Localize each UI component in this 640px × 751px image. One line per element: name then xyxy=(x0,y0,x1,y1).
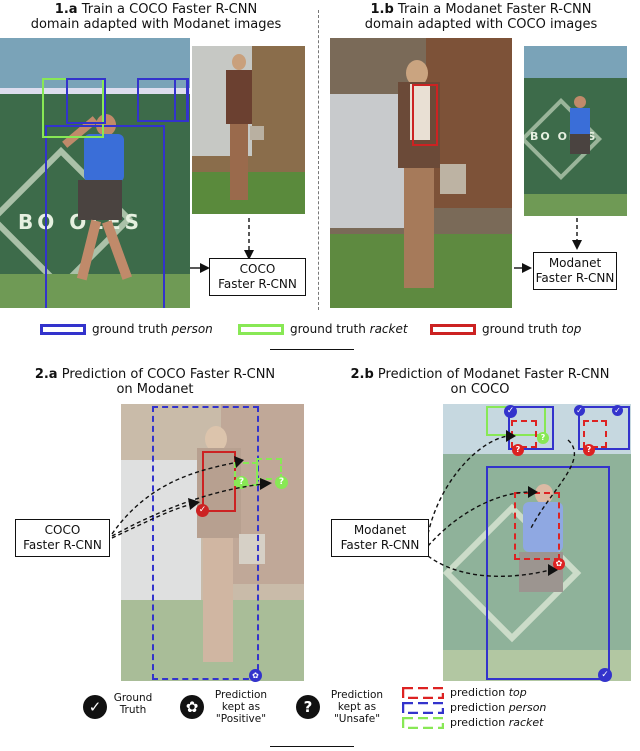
tennis-photo-2b xyxy=(443,404,631,681)
ground-truth-check-icon: ✓ xyxy=(612,405,623,416)
fashion-photo-1a xyxy=(192,46,305,214)
positive-recycle-icon: ✿ xyxy=(553,558,565,570)
ground-truth-check-icon: ✓ xyxy=(574,405,585,416)
arrow-1a xyxy=(190,218,254,273)
unsafe-question-icon: ? xyxy=(512,444,524,456)
legend-gt-top: ground truth top xyxy=(430,322,581,336)
ground-truth-check-icon: ✓ xyxy=(598,668,612,682)
pred-person-box xyxy=(152,406,259,680)
legend-gt-racket: ground truth racket xyxy=(238,322,408,336)
pred-top-box xyxy=(583,420,607,448)
legend-pred-person: prediction person xyxy=(402,701,546,714)
unsafe-question-icon: ? xyxy=(235,476,248,489)
gt-person-box xyxy=(45,125,165,308)
vertical-divider xyxy=(318,10,319,310)
unsafe-question-icon: ? xyxy=(275,476,288,489)
panel-2a-title: 2.a Prediction of COCO Faster R-CNN on M… xyxy=(34,367,276,397)
legend-gt-person: ground truth person xyxy=(40,322,213,336)
gt-person-box xyxy=(174,78,188,122)
unsafe-question-icon: ? xyxy=(583,444,595,456)
gt-person-box xyxy=(66,78,106,124)
legend-pred-top: prediction top xyxy=(402,686,527,699)
ground-truth-check-icon: ✓ xyxy=(504,405,517,418)
ground-truth-check-icon: ✓ xyxy=(196,504,209,517)
positive-recycle-icon: ✿ xyxy=(249,669,262,682)
tennis-photo-1b: BO OLES xyxy=(524,46,627,216)
arrow-1b xyxy=(514,218,582,273)
prediction-arrows-2b xyxy=(427,430,575,577)
fashion-photo-1b xyxy=(330,38,512,308)
tennis-photo-1a: BO OLES xyxy=(0,38,190,308)
legend-pred-racket: prediction racket xyxy=(402,716,543,729)
prediction-arrows-2a xyxy=(111,456,272,539)
ground-truth-check-icon: ✓ xyxy=(83,695,107,719)
pred-top-box xyxy=(514,492,560,560)
panel-1b-title: 1.b Train a Modanet Faster R-CNN domain … xyxy=(364,2,598,32)
horizontal-divider xyxy=(270,349,354,350)
gt-person-box xyxy=(137,78,189,122)
gt-person-box xyxy=(578,406,630,450)
bottom-divider xyxy=(270,746,354,747)
gt-top-box xyxy=(412,84,438,146)
gt-person-box xyxy=(486,466,610,680)
gt-person-box xyxy=(508,406,554,450)
unsafe-question-icon: ? xyxy=(537,432,549,444)
panel-1a-title: 1.a Train a COCO Faster R-CNN domain ada… xyxy=(30,2,282,32)
unsafe-question-icon: ? xyxy=(296,695,320,719)
positive-recycle-icon: ✿ xyxy=(180,695,204,719)
panel-2b-title: 2.b Prediction of Modanet Faster R-CNN o… xyxy=(350,367,610,397)
fashion-photo-2a xyxy=(121,404,304,681)
